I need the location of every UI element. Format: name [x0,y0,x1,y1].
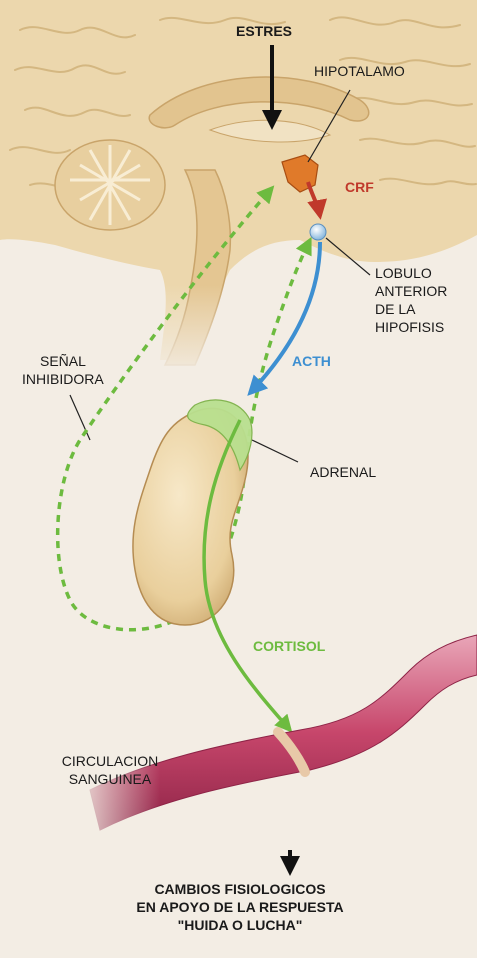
anterior-pituitary [310,224,326,240]
circulacion-line-2: SANGUINEA [50,770,170,788]
cambios-line-1: CAMBIOS FISIOLOGICOS [100,880,380,898]
adrenal-label: ADRENAL [310,463,376,481]
cambios-line-3: "HUIDA O LUCHA" [100,916,380,934]
lobulo-line-4: HIPOFISIS [375,318,447,336]
senal-label: SEÑAL INHIBIDORA [22,352,104,388]
lobulo-label: LOBULO ANTERIOR DE LA HIPOFISIS [375,264,447,336]
circulacion-label: CIRCULACION SANGUINEA [50,752,170,788]
lobulo-line-3: DE LA [375,300,447,318]
senal-line-1: SEÑAL [22,352,104,370]
cambios-label: CAMBIOS FISIOLOGICOS EN APOYO DE LA RESP… [100,880,380,934]
senal-line-2: INHIBIDORA [22,370,104,388]
lobulo-line-2: ANTERIOR [375,282,447,300]
crf-label: CRF [345,178,374,196]
circulacion-line-1: CIRCULACION [50,752,170,770]
estres-label: ESTRES [236,22,292,40]
lobulo-line-1: LOBULO [375,264,447,282]
cambios-line-2: EN APOYO DE LA RESPUESTA [100,898,380,916]
hipotalamo-label: HIPOTALAMO [314,62,405,80]
cortisol-label: CORTISOL [253,637,325,655]
acth-label: ACTH [292,352,331,370]
